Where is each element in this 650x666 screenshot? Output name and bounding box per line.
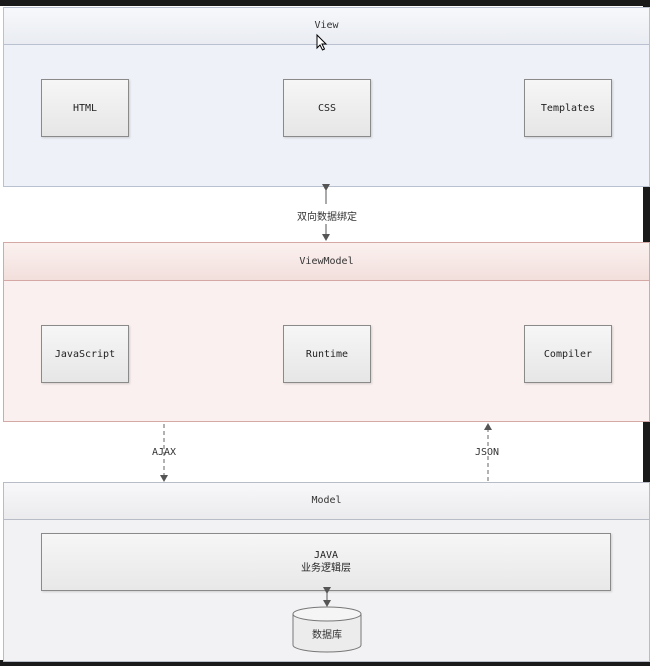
window-frame-bottom [0, 660, 650, 666]
viewmodel-layer-title: ViewModel [299, 256, 354, 267]
runtime-box[interactable]: Runtime [283, 325, 371, 383]
database-label: 数据库 [312, 630, 342, 641]
json-label: JSON [475, 447, 500, 458]
business-logic-box[interactable]: JAVA 业务逻辑层 [41, 533, 611, 591]
html-box[interactable]: HTML [41, 79, 129, 137]
model-layer-title: Model [311, 495, 342, 506]
model-layer-header [4, 483, 649, 520]
css-box[interactable]: CSS [283, 79, 371, 137]
javascript-box[interactable]: JavaScript [41, 325, 129, 383]
compiler-box[interactable]: Compiler [524, 325, 612, 383]
view-layer-title: View [314, 20, 339, 31]
two-way-binding-label: 双向数据绑定 [297, 212, 357, 223]
business-logic-line1: JAVA [313, 550, 339, 561]
ajax-label: AJAX [152, 447, 177, 458]
templates-box[interactable]: Templates [524, 79, 612, 137]
viewmodel-layer-header [4, 243, 649, 281]
window-frame-top [0, 0, 650, 6]
business-logic-line2: 业务逻辑层 [301, 563, 351, 574]
